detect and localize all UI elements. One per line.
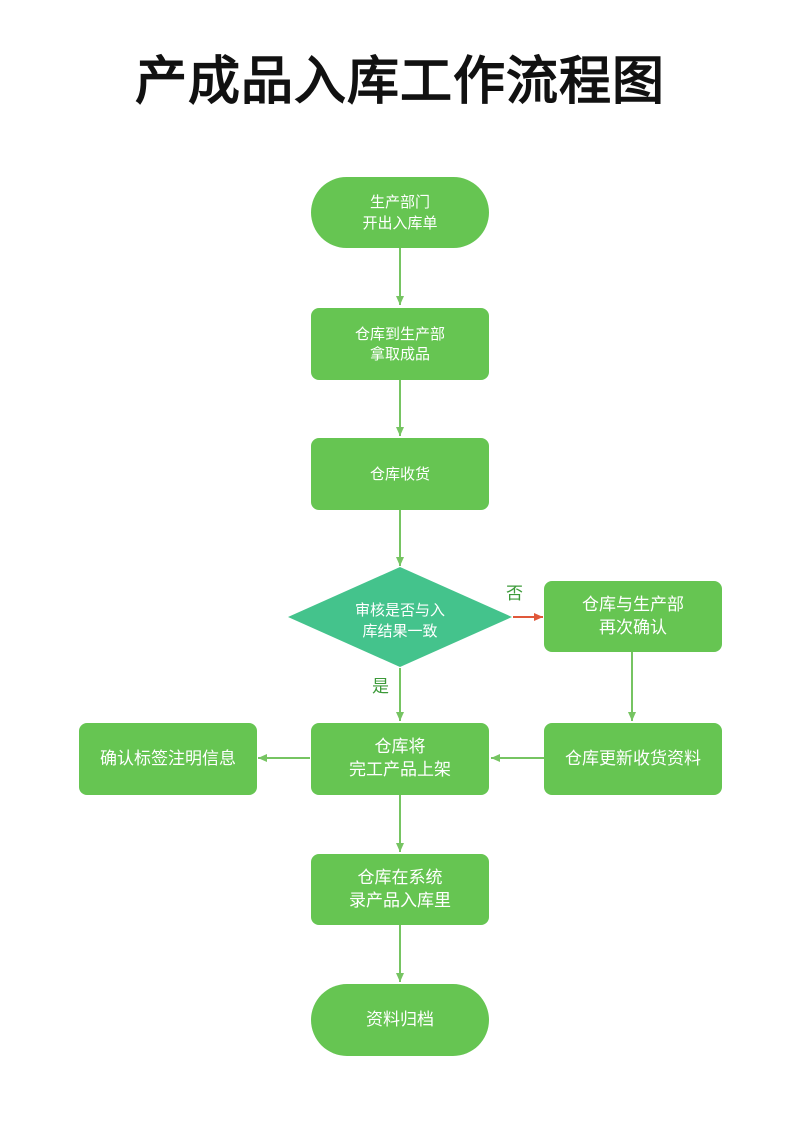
decision-line1: 审核是否与入 bbox=[354, 601, 445, 619]
node-start: 生产部门 开出入库单 bbox=[311, 177, 489, 248]
node-label-info-line1: 确认标签注明信息 bbox=[100, 748, 236, 769]
node-archive-line1: 资料归档 bbox=[366, 1009, 434, 1030]
node-reconfirm-line1: 仓库与生产部 bbox=[582, 594, 684, 615]
decision-line2: 库结果一致 bbox=[362, 622, 438, 640]
node-label-info: 确认标签注明信息 bbox=[79, 723, 257, 795]
node-shelve-line1: 仓库将 bbox=[374, 737, 426, 758]
node-receive-line1: 仓库收货 bbox=[369, 464, 430, 483]
node-record-line1: 仓库在系统 bbox=[357, 867, 443, 888]
node-fetch: 仓库到生产部 拿取成品 bbox=[311, 308, 489, 380]
node-reconfirm: 仓库与生产部 再次确认 bbox=[544, 581, 722, 652]
node-update-line1: 仓库更新收货资料 bbox=[565, 748, 701, 769]
decision-diamond bbox=[288, 567, 512, 667]
node-start-line1: 生产部门 bbox=[369, 193, 430, 212]
edge-label-yes: 是 bbox=[372, 677, 389, 697]
node-record-line2: 录产品入库里 bbox=[349, 890, 451, 911]
node-reconfirm-line2: 再次确认 bbox=[599, 617, 667, 638]
node-shelve-line2: 完工产品上架 bbox=[349, 760, 451, 780]
node-receive: 仓库收货 bbox=[311, 438, 489, 510]
node-start-line2: 开出入库单 bbox=[362, 213, 438, 232]
node-fetch-line1: 仓库到生产部 bbox=[354, 324, 445, 343]
node-shelve: 仓库将 完工产品上架 bbox=[311, 723, 489, 795]
decision-label: 审核是否与入 库结果一致 bbox=[300, 596, 500, 646]
node-archive: 资料归档 bbox=[311, 984, 489, 1056]
edge-label-no: 否 bbox=[506, 584, 523, 604]
node-update: 仓库更新收货资料 bbox=[544, 723, 722, 795]
node-fetch-line2: 拿取成品 bbox=[369, 345, 430, 363]
page-title: 产成品入库工作流程图 bbox=[134, 52, 665, 112]
node-record: 仓库在系统 录产品入库里 bbox=[311, 854, 489, 925]
